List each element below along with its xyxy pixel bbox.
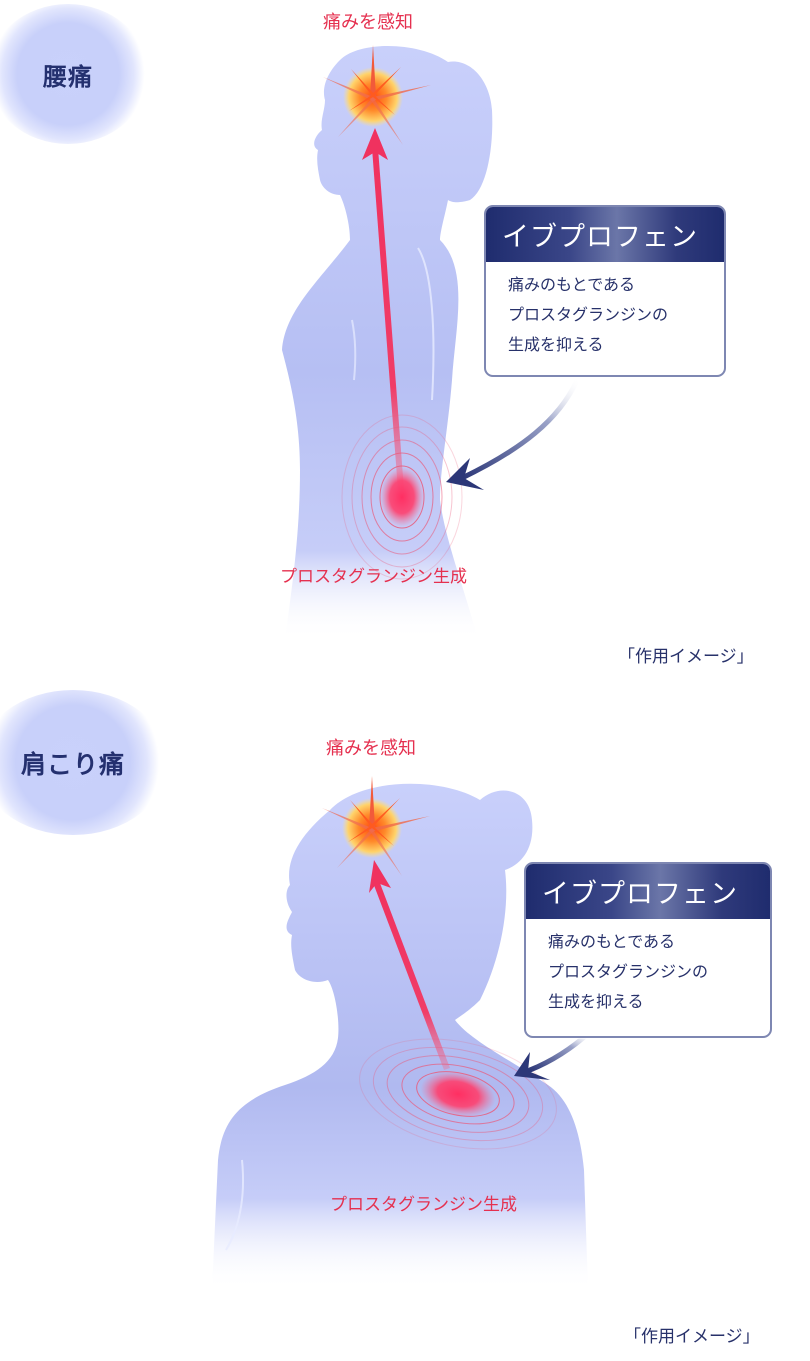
callout-line: 痛みのもとである [548,932,676,951]
panel-title: 腰痛 [43,62,93,91]
signal-arrow-icon [369,860,450,1070]
pain-perception-label: 痛みを感知 [326,738,416,759]
prostaglandin-label: プロスタグランジン生成 [280,567,467,587]
inhibit-arrow-icon [514,1029,593,1080]
prostaglandin-label: プロスタグランジン生成 [330,1195,517,1215]
pain-source-rings-icon [341,414,463,580]
panel-title-badge: 肩こり痛 [0,690,168,835]
callout-heading: イブプロフェン [486,207,724,262]
pain-source-rings-icon [359,1038,557,1150]
silhouette-shoulder-view [212,783,588,1290]
lower-back-pain-panel: 腰痛 痛みを感知 プロスタグランジン生成 イブプロフェン 痛みのもとである [0,4,754,667]
signal-arrow-icon [362,128,404,490]
image-caption: 「作用イメージ」 [618,647,754,667]
inhibit-arrow-icon [446,375,581,490]
callout-line: 痛みのもとである [508,275,636,294]
pain-perception-label: 痛みを感知 [323,12,413,33]
image-caption: 「作用イメージ」 [624,1327,760,1347]
callout-line: 生成を抑える [508,335,604,354]
body-silhouette-figure [282,44,581,640]
callout-body: 痛みのもとである プロスタグランジンの 生成を抑える [486,262,724,366]
shoulder-pain-panel: 肩こり痛 痛みを感知 プロスタグランジン生成 イブプロフェン 痛みのもとである … [0,690,810,1361]
panel-title-badge: 腰痛 [0,4,148,144]
panel-title: 肩こり痛 [20,749,125,779]
ibuprofen-callout: イブプロフェン 痛みのもとである プロスタグランジンの 生成を抑える [484,205,726,377]
callout-body: 痛みのもとである プロスタグランジンの 生成を抑える [526,919,770,1023]
callout-heading: イブプロフェン [526,864,770,919]
callout-line: プロスタグランジンの [548,962,709,981]
ibuprofen-callout: イブプロフェン 痛みのもとである プロスタグランジンの 生成を抑える [524,862,772,1038]
callout-line: 生成を抑える [548,992,644,1011]
callout-line: プロスタグランジンの [508,305,669,324]
